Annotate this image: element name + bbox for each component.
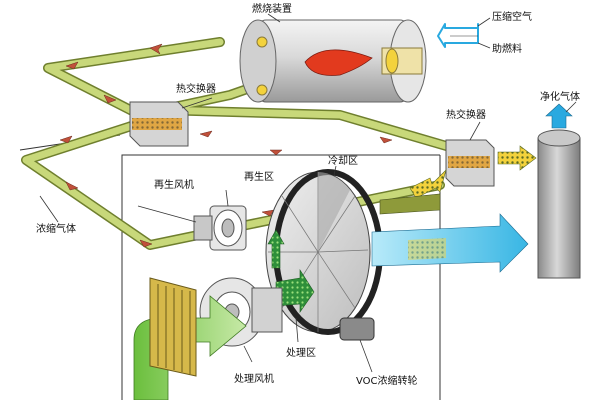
flame-icon bbox=[304, 49, 373, 76]
label-heat-exchanger-right: 热交换器 bbox=[446, 108, 486, 121]
label-auxiliary-fuel: 助燃料 bbox=[492, 42, 522, 55]
flow-arrow bbox=[199, 130, 213, 138]
flow-arrow bbox=[65, 61, 79, 70]
leader-lines bbox=[39, 13, 373, 373]
label-heat-exchanger-left: 热交换器 bbox=[176, 82, 216, 95]
flow-arrow bbox=[149, 43, 163, 55]
flow-arrow bbox=[379, 136, 393, 144]
flow-arrow bbox=[103, 94, 117, 104]
label-concentrated-gas: 浓缩气体 bbox=[36, 222, 76, 235]
purified-gas-stack bbox=[537, 101, 581, 279]
regeneration-duct bbox=[379, 193, 441, 215]
label-compressed-air: 压缩空气 bbox=[492, 10, 532, 23]
flow-arrow bbox=[269, 149, 283, 156]
label-regeneration-zone: 再生区 bbox=[244, 170, 274, 183]
heat-exchanger-right bbox=[445, 121, 495, 187]
regeneration-fan bbox=[193, 189, 247, 251]
labels: 燃烧装置 压缩空气 助燃料 热交换器 热交换器 净化气体 再生风机 再生区 冷却… bbox=[36, 2, 580, 387]
voc-rotor-wheel bbox=[265, 165, 383, 341]
flow-arrow bbox=[59, 135, 73, 144]
inlet-arrow bbox=[437, 17, 491, 49]
label-combustion-device: 燃烧装置 bbox=[252, 2, 292, 15]
flow-arrow bbox=[65, 181, 79, 191]
combustion-device bbox=[239, 19, 427, 103]
hot-air-arrows bbox=[409, 145, 537, 199]
pipe-flow-arrows bbox=[59, 43, 393, 248]
label-voc-wheel: VOC浓缩转轮 bbox=[356, 374, 418, 387]
label-cooling-zone: 冷却区 bbox=[328, 154, 358, 167]
flow-arrow bbox=[139, 239, 153, 248]
label-purified-gas: 净化气体 bbox=[540, 90, 580, 103]
filter-icon bbox=[149, 277, 197, 377]
heat-exchanger-left bbox=[129, 97, 213, 147]
clean-air-outlet-arrow bbox=[371, 213, 529, 273]
treatment-flow-arrows bbox=[267, 229, 315, 313]
label-treatment-zone: 处理区 bbox=[286, 347, 316, 359]
label-regeneration-fan: 再生风机 bbox=[154, 178, 194, 191]
label-treatment-fan: 处理风机 bbox=[234, 372, 274, 385]
